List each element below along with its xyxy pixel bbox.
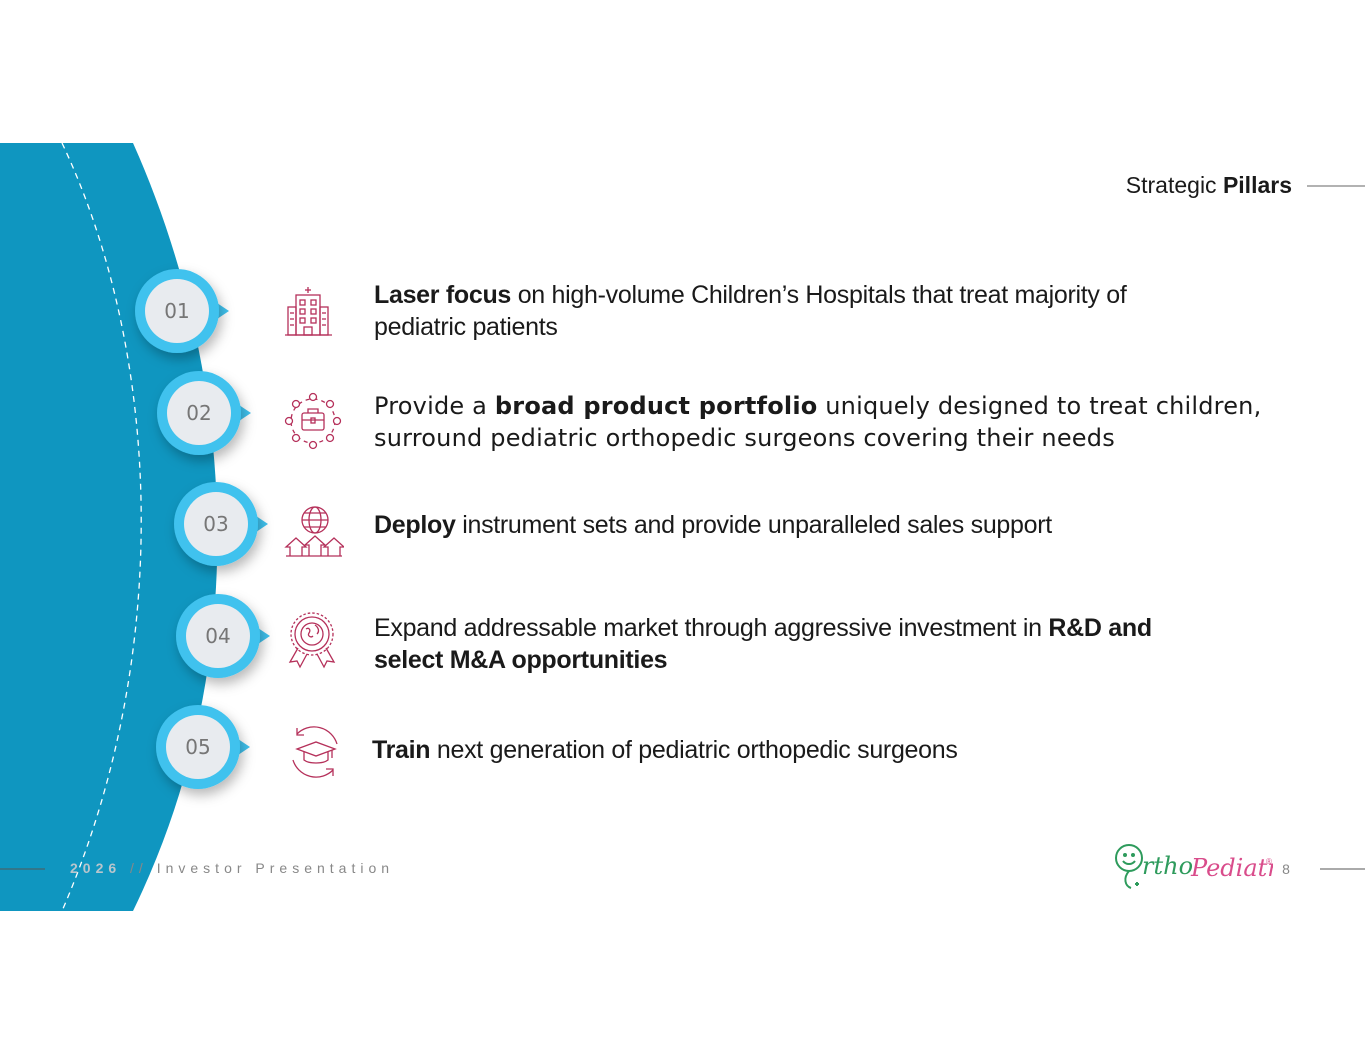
pillar-02-line-2: surround pediatric orthopedic surgeons c… [374, 424, 1115, 452]
pillar-04-bold: R&D and [1048, 614, 1152, 642]
title-regular: Strategic [1125, 172, 1223, 198]
pillar-05-bold: Train [372, 736, 431, 764]
pillar-02-bold: broad product portfolio [494, 392, 818, 420]
globe-arrows-icon [284, 506, 344, 557]
pillar-01-bold: Laser focus [374, 281, 512, 309]
pillar-01-line-2: pediatric patients [374, 313, 558, 341]
globe-award-icon [288, 612, 336, 669]
pillar-text-04: Expand addressable market through aggres… [374, 612, 1152, 676]
pillar-03-text: instrument sets and provide unparalleled… [455, 511, 1052, 539]
slide-title: Strategic Pillars [1060, 170, 1292, 200]
pillar-02-text-after: uniquely designed to treat children, [817, 392, 1262, 420]
pillar-number-01: 01 [164, 299, 190, 323]
number-bubble-05 [156, 705, 250, 789]
pillar-04-line-1: Expand addressable market through aggres… [374, 612, 1152, 644]
footer-caption: 2026 // Investor Presentation [70, 860, 394, 876]
pillar-02-line-1: Provide a broad product portfolio unique… [374, 390, 1261, 422]
dashed-guide-arc [61, 142, 142, 912]
hospital-icon [285, 287, 332, 336]
orthopediatrics-logo: rtho Pediatrics ® [1115, 844, 1273, 889]
number-bubble-02 [157, 371, 251, 455]
pillar-text-02: Provide a broad product portfolio unique… [374, 390, 1261, 454]
number-bubble-04 [176, 594, 270, 678]
page-number: 8 [1282, 861, 1290, 877]
graduation-cap-icon [292, 726, 338, 778]
pillar-04-text-before: Expand addressable market through aggres… [374, 614, 1049, 642]
pillar-05-line-1: Train next generation of pediatric ortho… [372, 734, 958, 766]
pillar-number-05: 05 [185, 735, 211, 759]
pillar-05-text: next generation of pediatric orthopedic … [430, 736, 958, 764]
footer-year: 2026 [70, 860, 122, 876]
number-bubble-03 [174, 482, 268, 566]
pillar-01-line-1: Laser focus on high-volume Children’s Ho… [374, 279, 1127, 311]
pillar-text-03: Deploy instrument sets and provide unpar… [374, 509, 1052, 541]
pillar-03-line-1: Deploy instrument sets and provide unpar… [374, 509, 1052, 541]
pillar-04-bold-line-2: select M&A opportunities [374, 646, 668, 674]
briefcase-network-icon [284, 392, 342, 450]
pillar-number-02: 02 [186, 401, 212, 425]
pillar-02-text-before: Provide a [374, 392, 495, 420]
footer-separator: // [121, 860, 157, 876]
pillar-number-04: 04 [205, 624, 231, 648]
pillar-text-01: Laser focus on high-volume Children’s Ho… [374, 279, 1127, 343]
pillar-01-text: on high-volume Children’s Hospitals that… [511, 281, 1127, 309]
pillar-03-bold: Deploy [374, 511, 456, 539]
pillar-text-05: Train next generation of pediatric ortho… [372, 734, 958, 766]
footer-label: Investor Presentation [156, 860, 395, 876]
number-bubble-01 [135, 269, 229, 353]
pillar-04-line-2: select M&A opportunities [374, 644, 1152, 676]
logo-text-1: rtho [1142, 852, 1193, 880]
logo-registered: ® [1266, 857, 1272, 866]
title-bold: Pillars [1222, 172, 1292, 198]
pillar-number-03: 03 [203, 512, 229, 536]
logo-text-2: Pediatrics [1190, 854, 1273, 882]
